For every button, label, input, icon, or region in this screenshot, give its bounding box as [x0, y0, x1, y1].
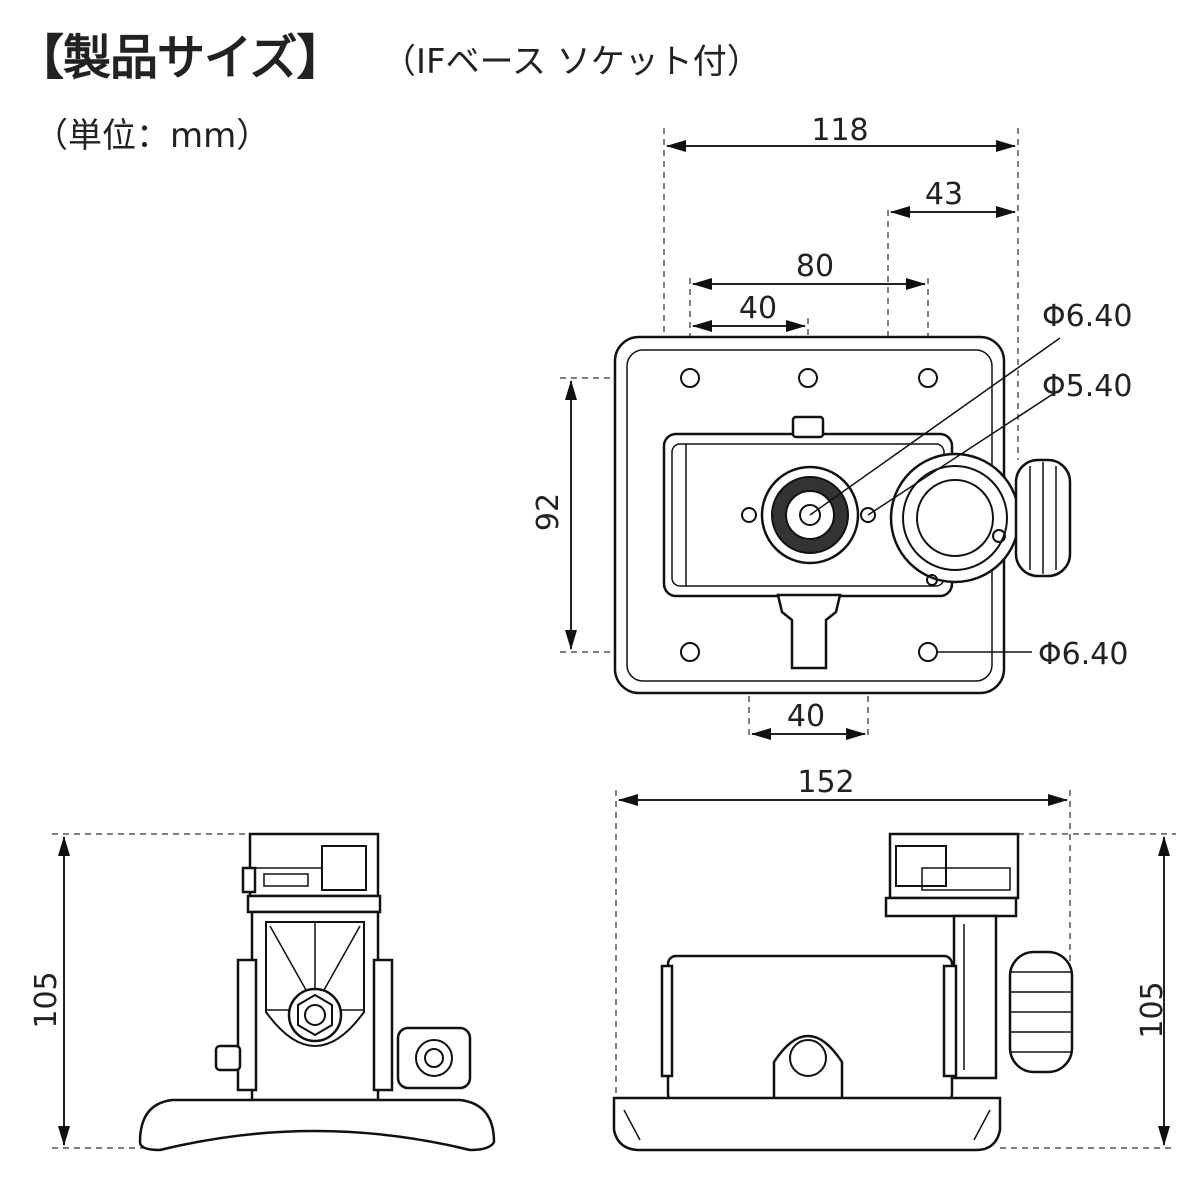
- page-subtitle: （IFベース ソケット付）: [382, 42, 761, 82]
- dim-left-height: 92: [531, 493, 566, 531]
- page-title: 【製品サイズ】: [16, 30, 345, 86]
- dim-front-view-height: 105: [1135, 981, 1170, 1038]
- dim-bottom-pitch: 40: [787, 699, 825, 734]
- dim-top-width: 118: [811, 113, 868, 148]
- top-view: 118 43 80 40 Φ6.40 Φ5.40 Φ6.40 92 40: [531, 113, 1132, 740]
- dim-front-width: 152: [797, 765, 854, 800]
- dim-hole-dia-lower: Φ6.40: [1038, 637, 1128, 672]
- dim-hole-pitch-wide: 80: [796, 249, 834, 284]
- dim-hole-dia-upper: Φ6.40: [1042, 299, 1132, 334]
- dim-hole-pitch-narrow: 40: [739, 291, 777, 326]
- unit-label: （単位：mm）: [34, 116, 271, 156]
- dim-center-hole-dia: Φ5.40: [1042, 369, 1132, 404]
- dim-top-right-offset: 43: [925, 177, 963, 212]
- left-side-view: 105: [29, 832, 496, 1152]
- dim-left-view-height: 105: [29, 971, 64, 1028]
- front-view: 152 105: [612, 765, 1176, 1152]
